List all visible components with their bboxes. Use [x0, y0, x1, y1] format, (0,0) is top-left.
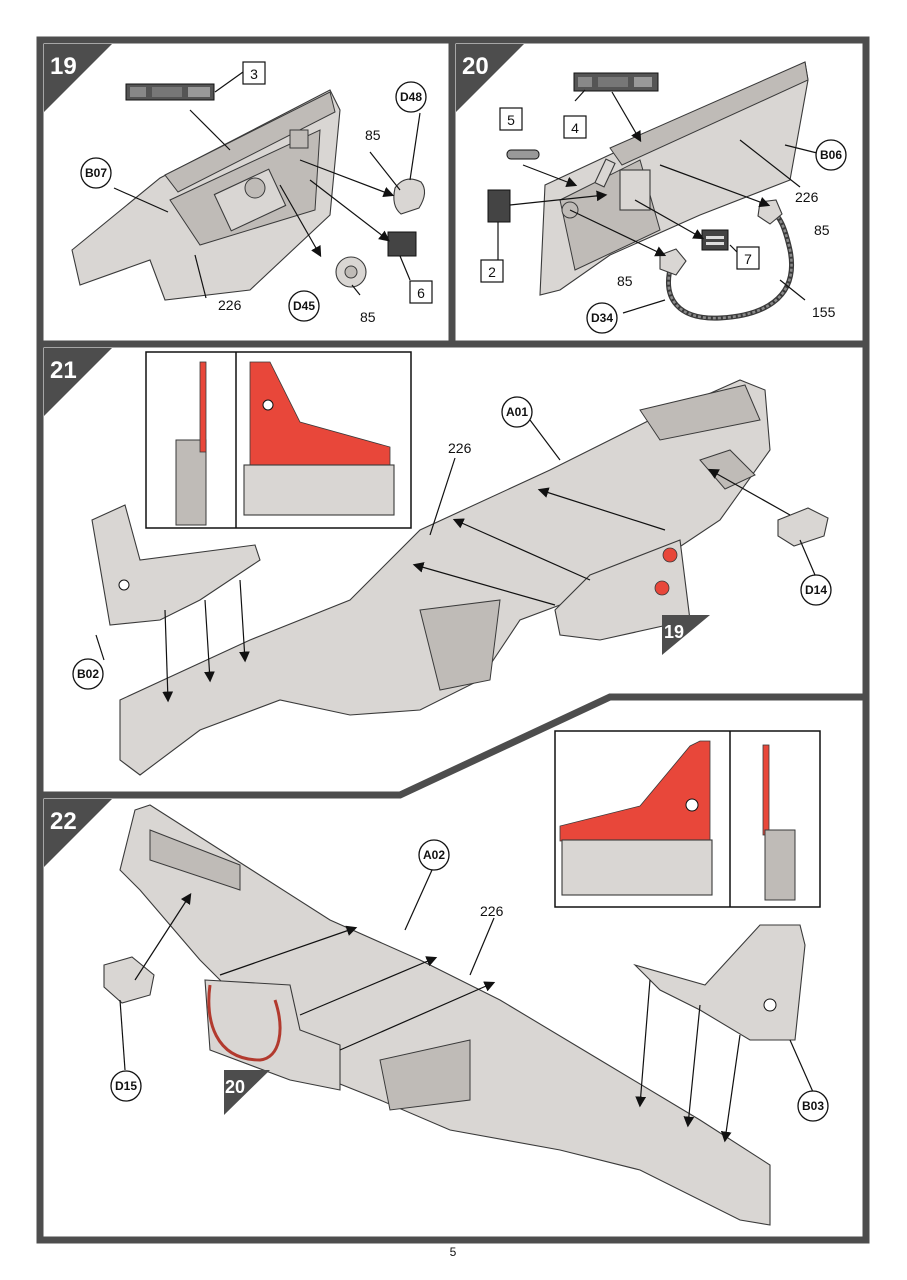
- fuselage-half-right: [119, 804, 771, 1226]
- step-number-19: 19: [50, 53, 77, 80]
- decal-box-5: 5: [499, 107, 523, 131]
- svg-text:3: 3: [250, 66, 258, 82]
- decal-box-4: 4: [563, 115, 587, 139]
- svg-text:D15: D15: [115, 1079, 137, 1093]
- subassembly-ref-20: 20: [225, 1077, 245, 1097]
- svg-text:B02: B02: [77, 667, 99, 681]
- paint-ref-85-d: 85: [617, 273, 633, 289]
- svg-text:A02: A02: [423, 848, 445, 862]
- svg-text:D48: D48: [400, 90, 422, 104]
- fuselage-half-left: [119, 379, 771, 776]
- part-callout-D14: D14: [800, 574, 832, 606]
- step-21-panel: 21 19: [44, 348, 832, 776]
- step-19-panel: 19 B07: [44, 44, 433, 325]
- cable-part: [666, 207, 794, 321]
- svg-text:A01: A01: [506, 405, 528, 419]
- step-badge-19: [44, 44, 112, 112]
- step-number-20: 20: [462, 53, 489, 80]
- step-22-panel: 22 20: [44, 730, 829, 1226]
- svg-text:7: 7: [744, 251, 752, 267]
- decal-2-block: [487, 189, 511, 223]
- part-callout-B07: B07: [80, 157, 112, 189]
- part-callout-B06: B06: [815, 139, 847, 171]
- part-callout-D48: D48: [395, 81, 427, 113]
- step-number-22: 22: [50, 808, 77, 835]
- tail-part-B02: [91, 504, 261, 626]
- svg-text:4: 4: [571, 120, 579, 136]
- svg-text:D45: D45: [293, 299, 315, 313]
- decal-box-6: 6: [409, 280, 433, 304]
- step-badge-21: [44, 348, 112, 416]
- paint-ref-226-c: 226: [448, 440, 472, 456]
- part-callout-B03: B03: [797, 1090, 829, 1122]
- svg-text:2: 2: [488, 264, 496, 280]
- svg-text:6: 6: [417, 285, 425, 301]
- svg-text:D34: D34: [591, 311, 613, 325]
- decal-7-plate: [701, 229, 729, 251]
- svg-text:D14: D14: [805, 583, 827, 597]
- step-badge-22: [44, 799, 112, 867]
- svg-text:B06: B06: [820, 148, 842, 162]
- divider-diagonal: [40, 693, 866, 799]
- paint-ref-226-a: 226: [218, 297, 242, 313]
- decal-5-pill: [506, 149, 540, 160]
- subassembly-flag-19: [662, 615, 710, 655]
- cockpit-subassembly-20: [204, 979, 341, 1091]
- step-20-panel: 20: [456, 44, 847, 334]
- part-callout-D45: D45: [288, 290, 320, 322]
- subassembly-flag-20: [224, 1070, 270, 1115]
- part-callout-A01: A01: [501, 396, 533, 428]
- decal-6-plate: [387, 231, 417, 257]
- part-callout-D34: D34: [586, 302, 618, 334]
- step-number-21: 21: [50, 357, 77, 384]
- paint-ref-226-b: 226: [795, 189, 819, 205]
- part-callout-D15: D15: [110, 1070, 142, 1102]
- svg-text:5: 5: [507, 112, 515, 128]
- paint-ref-85-a: 85: [365, 127, 381, 143]
- paint-ref-85-b: 85: [360, 309, 376, 325]
- paint-ref-85-c: 85: [814, 222, 830, 238]
- decal-box-2: 2: [480, 259, 504, 283]
- part-callout-B02: B02: [72, 658, 104, 690]
- step-badge-20: [456, 44, 524, 112]
- page-number: 5: [450, 1245, 457, 1259]
- svg-text:B07: B07: [85, 166, 107, 180]
- svg-text:B03: B03: [802, 1099, 824, 1113]
- paint-ref-226-d: 226: [480, 903, 504, 919]
- paint-ref-155: 155: [812, 304, 836, 320]
- decal-box-7: 7: [736, 246, 760, 270]
- decal-box-3: 3: [242, 61, 266, 85]
- part-callout-A02: A02: [418, 839, 450, 871]
- subassembly-ref-19: 19: [664, 622, 684, 642]
- tail-part-B03: [633, 924, 806, 1041]
